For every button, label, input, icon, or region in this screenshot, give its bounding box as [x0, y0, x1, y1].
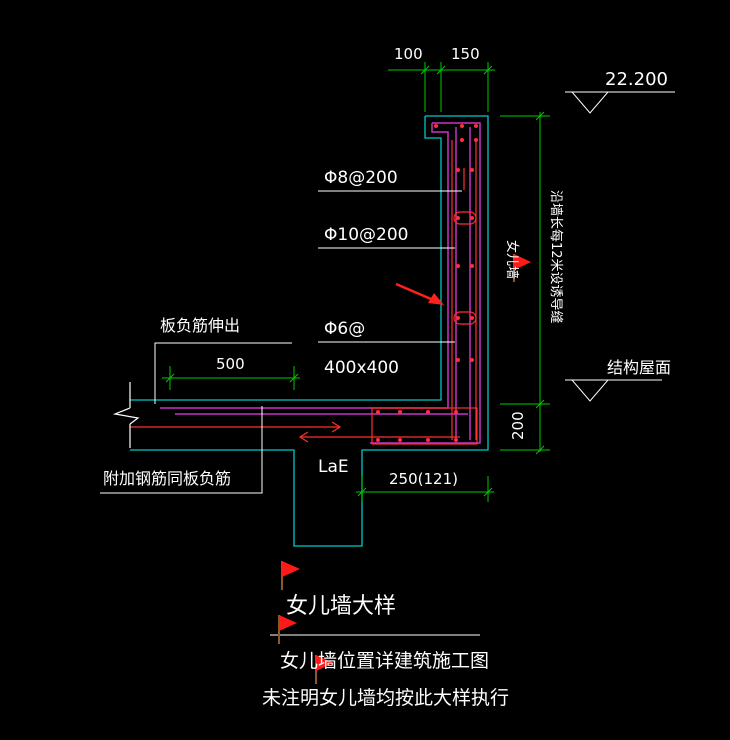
dim-250: 250(121) — [389, 470, 458, 488]
lae-label: LaE — [318, 457, 349, 477]
elevation-roof: 结构屋面 — [607, 358, 671, 377]
additional-rebar-label: 附加钢筋同板负筋 — [103, 469, 231, 488]
flag-icon — [513, 254, 531, 282]
dimension-lines — [162, 62, 550, 502]
flag-icon — [278, 615, 297, 644]
rebar-dots — [376, 124, 478, 442]
elevation-symbols — [270, 91, 675, 636]
rebar-lines — [160, 122, 481, 444]
vertical-note-2: 沿墙长每12米设诱导缝 — [548, 190, 564, 324]
dim-150: 150 — [451, 45, 480, 63]
dim-200: 200 — [509, 411, 527, 440]
flag-icon — [315, 655, 334, 684]
rebar-label-2: Φ10@200 — [324, 225, 408, 245]
leader-lines — [100, 190, 462, 494]
note-line-2: 未注明女儿墙均按此大样执行 — [262, 687, 509, 709]
break-symbol — [112, 382, 140, 448]
detail-title: 女儿墙大样 — [286, 594, 396, 619]
note-line-1: 女儿墙位置详建筑施工图 — [280, 650, 489, 672]
vertical-note: 女儿墙 — [504, 240, 520, 279]
red-reinforcement — [130, 140, 478, 445]
flag-icon — [281, 561, 300, 590]
rebar-label-1: Φ8@200 — [324, 168, 398, 188]
red-arrow-icon — [395, 282, 444, 305]
dim-100: 100 — [394, 45, 423, 63]
rebar-label-3: Φ6@ — [324, 319, 365, 339]
dim-500: 500 — [216, 355, 245, 373]
slab-extend-label: 板负筋伸出 — [160, 316, 240, 335]
elevation-top: 22.200 — [605, 69, 668, 90]
rebar-label-4: 400x400 — [324, 358, 399, 378]
